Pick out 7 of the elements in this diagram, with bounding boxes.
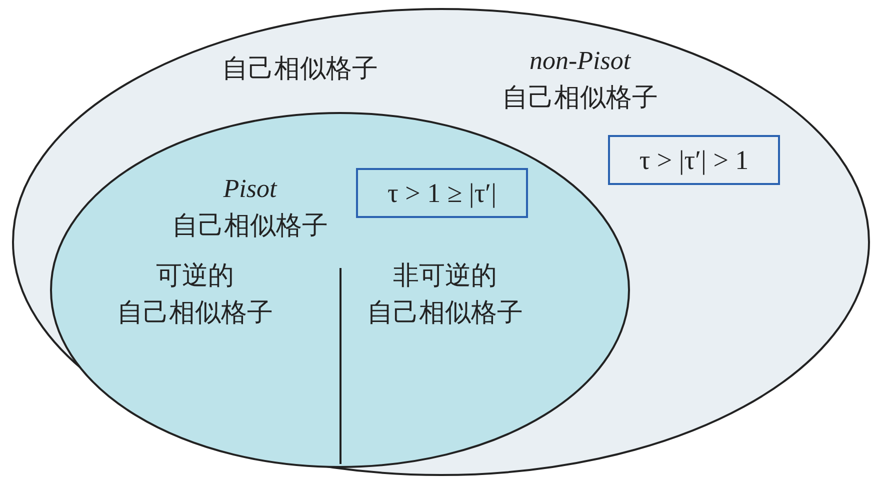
region-label: 可逆的自己相似格子 bbox=[116, 260, 274, 329]
condition-box: τ > 1 ≥ |τ′| bbox=[356, 168, 528, 218]
set-label: Pisot 自己相似格子 bbox=[171, 173, 329, 242]
region-label: 非可逆的自己相似格子 bbox=[366, 260, 524, 329]
region-label: non-Pisot 自己相似格子 bbox=[501, 45, 659, 114]
condition-box: τ > |τ′| > 1 bbox=[608, 135, 780, 185]
set-label: 自己相似格子 bbox=[221, 53, 379, 85]
